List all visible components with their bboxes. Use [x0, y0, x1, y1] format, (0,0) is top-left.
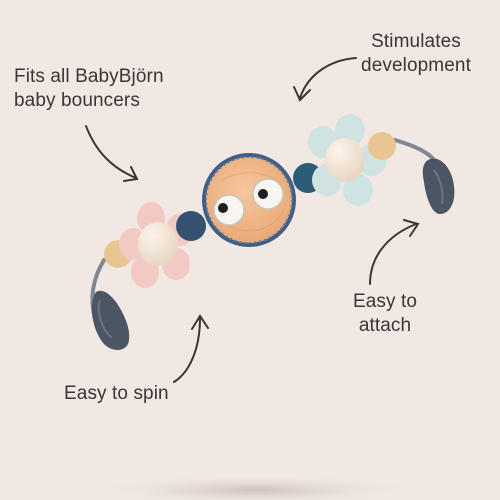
callout-line: Stimulates: [371, 31, 461, 52]
left-clip[interactable]: [90, 258, 130, 350]
floor-shadow: [85, 474, 425, 500]
curved-arrow-icon: [293, 57, 357, 102]
curved-arrow-icon: [85, 125, 139, 182]
wooden-spinner[interactable]: [202, 153, 296, 247]
googly-eye-left: [213, 194, 245, 226]
callout-line: Easy to: [352, 291, 418, 312]
callout-fits-all-bouncers: Fits all BabyBjörn baby bouncers: [14, 65, 164, 113]
callout-easy-to-spin: Easy to spin: [64, 382, 169, 406]
callout-stimulates-development: Stimulates development: [343, 30, 489, 78]
mint-flower: [308, 114, 387, 206]
curved-arrow-icon: [173, 314, 209, 383]
callout-line: development: [361, 55, 471, 76]
googly-eye-right: [252, 178, 284, 210]
right-yellow-bead: [368, 132, 396, 160]
callout-line: baby bouncers: [14, 90, 140, 111]
callout-line: Fits all BabyBjörn: [14, 66, 164, 87]
callout-line: attach: [358, 315, 412, 336]
callout-easy-to-attach: Easy to attach: [340, 290, 430, 338]
curved-arrow-icon: [369, 219, 420, 285]
right-clip[interactable]: [393, 138, 455, 214]
callout-line: Easy to spin: [64, 383, 169, 404]
left-blue-bead: [176, 211, 206, 241]
